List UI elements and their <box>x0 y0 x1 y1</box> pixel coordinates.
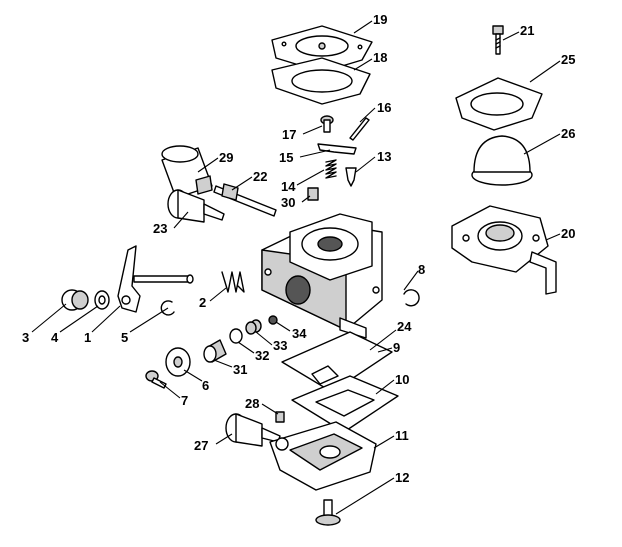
callout-9: 9 <box>393 340 400 355</box>
callout-20: 20 <box>561 226 575 241</box>
part-3-bushing <box>61 289 89 311</box>
callout-22: 22 <box>253 169 267 184</box>
callout-34: 34 <box>292 326 307 341</box>
part-25-plate <box>455 77 543 131</box>
part-34-ring <box>268 315 278 325</box>
callout-13: 13 <box>377 149 391 164</box>
callout-12: 12 <box>395 470 409 485</box>
callout-18: 18 <box>373 50 387 65</box>
callout-29: 29 <box>219 150 233 165</box>
callout-24: 24 <box>397 319 412 334</box>
callout-32: 32 <box>255 348 269 363</box>
part-33-spring <box>245 319 262 335</box>
part-12-screw <box>315 499 341 526</box>
part-10-gasket <box>291 375 399 433</box>
part-19-diaphragm <box>271 25 373 73</box>
callout-2: 2 <box>199 295 206 310</box>
callout-labels: 19 18 21 25 16 17 15 26 29 13 22 14 30 2… <box>22 12 575 485</box>
part-9-diaphragm <box>281 331 393 393</box>
part-15-lever <box>317 143 357 155</box>
callout-26: 26 <box>561 126 575 141</box>
part-1-throttle-lever <box>117 245 194 313</box>
callout-25: 25 <box>561 52 575 67</box>
callout-15: 15 <box>279 150 293 165</box>
callout-28: 28 <box>245 396 259 411</box>
part-8-circlip <box>403 289 420 307</box>
callout-11: 11 <box>395 428 409 443</box>
callout-30: 30 <box>281 195 295 210</box>
callout-19: 19 <box>373 12 387 27</box>
part-20-pump-housing <box>451 205 557 295</box>
part-5-circlip <box>160 300 175 316</box>
part-4-washer <box>94 290 110 310</box>
callout-31: 31 <box>233 362 247 377</box>
callout-6: 6 <box>202 378 209 393</box>
callout-21: 21 <box>520 23 534 38</box>
callout-33: 33 <box>273 338 287 353</box>
part-22-shaft <box>213 183 277 217</box>
callout-1: 1 <box>84 330 91 345</box>
part-21-screw <box>492 25 504 55</box>
part-7-screw <box>145 370 167 389</box>
callout-8: 8 <box>418 262 425 277</box>
part-23-adjust-screw <box>167 189 225 223</box>
callout-7: 7 <box>181 393 188 408</box>
part-31-plunger <box>203 339 227 363</box>
part-16-pin <box>349 117 370 141</box>
part-28-plug <box>275 411 285 423</box>
part-18-gasket <box>271 57 371 105</box>
part-32-o-ring <box>229 328 243 344</box>
part-6-cover <box>165 347 191 377</box>
callout-23: 23 <box>153 221 167 236</box>
part-30-plug <box>307 187 319 201</box>
part-11-cover <box>269 421 377 491</box>
part-17-screw <box>320 115 334 133</box>
part-2-spring <box>221 271 245 293</box>
callout-5: 5 <box>121 330 128 345</box>
callout-14: 14 <box>281 179 296 194</box>
part-13-needle <box>345 167 357 187</box>
part-26-primer-bulb <box>471 135 533 186</box>
part-29-sleeve <box>161 145 213 199</box>
callout-4: 4 <box>51 330 59 345</box>
leader-lines <box>31 20 561 515</box>
callout-10: 10 <box>395 372 409 387</box>
carburetor-body <box>261 213 383 339</box>
callout-27: 27 <box>194 438 208 453</box>
part-14-spring <box>325 159 337 179</box>
callout-16: 16 <box>377 100 391 115</box>
callout-3: 3 <box>22 330 29 345</box>
callout-17: 17 <box>282 127 296 142</box>
